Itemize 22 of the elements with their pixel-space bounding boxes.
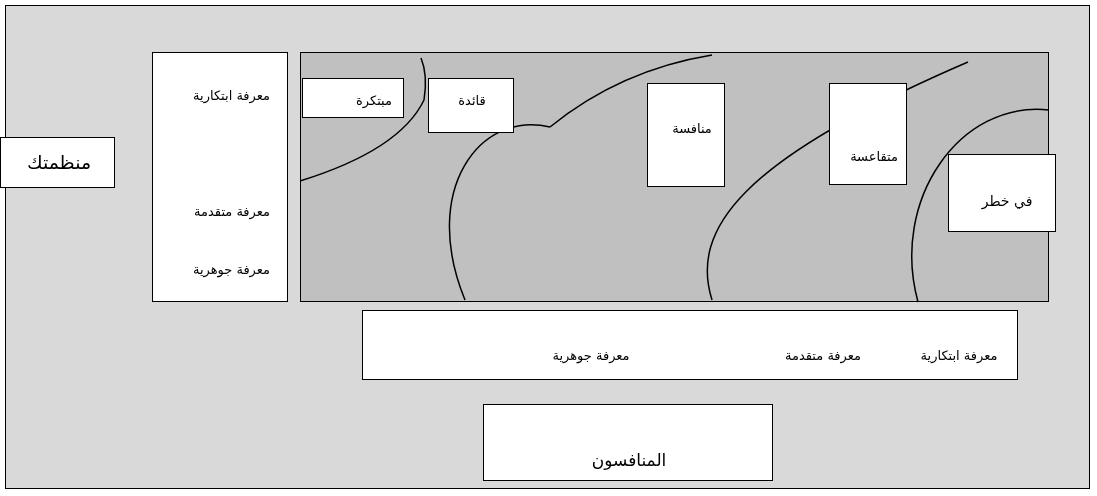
box-label: معرفة ابتكارية bbox=[193, 89, 270, 104]
box-label: معرفة متقدمة bbox=[194, 205, 270, 220]
text-box bbox=[302, 78, 404, 118]
box-label: معرفة جوهرية bbox=[552, 349, 630, 364]
box-label: معرفة متقدمة bbox=[785, 349, 861, 364]
box-label: منظمتك bbox=[26, 151, 92, 173]
box-label: معرفة جوهرية bbox=[192, 263, 270, 278]
shaded-area bbox=[300, 52, 1049, 302]
text-box bbox=[152, 52, 288, 302]
box-label: في خطر bbox=[981, 193, 1033, 209]
text-box bbox=[428, 78, 514, 133]
box-label: متقاعسة bbox=[850, 150, 898, 165]
box-label: المنافسون bbox=[591, 450, 667, 470]
text-box bbox=[647, 83, 725, 187]
text-box bbox=[483, 404, 773, 481]
box-label: قائدة bbox=[458, 94, 486, 109]
text-box bbox=[0, 137, 115, 188]
text-box bbox=[829, 83, 907, 185]
box-label: معرفة ابتكارية bbox=[920, 349, 998, 364]
box-label: منافسة bbox=[672, 122, 712, 137]
text-box bbox=[362, 310, 1018, 380]
box-label: مبتكرة bbox=[356, 94, 392, 109]
